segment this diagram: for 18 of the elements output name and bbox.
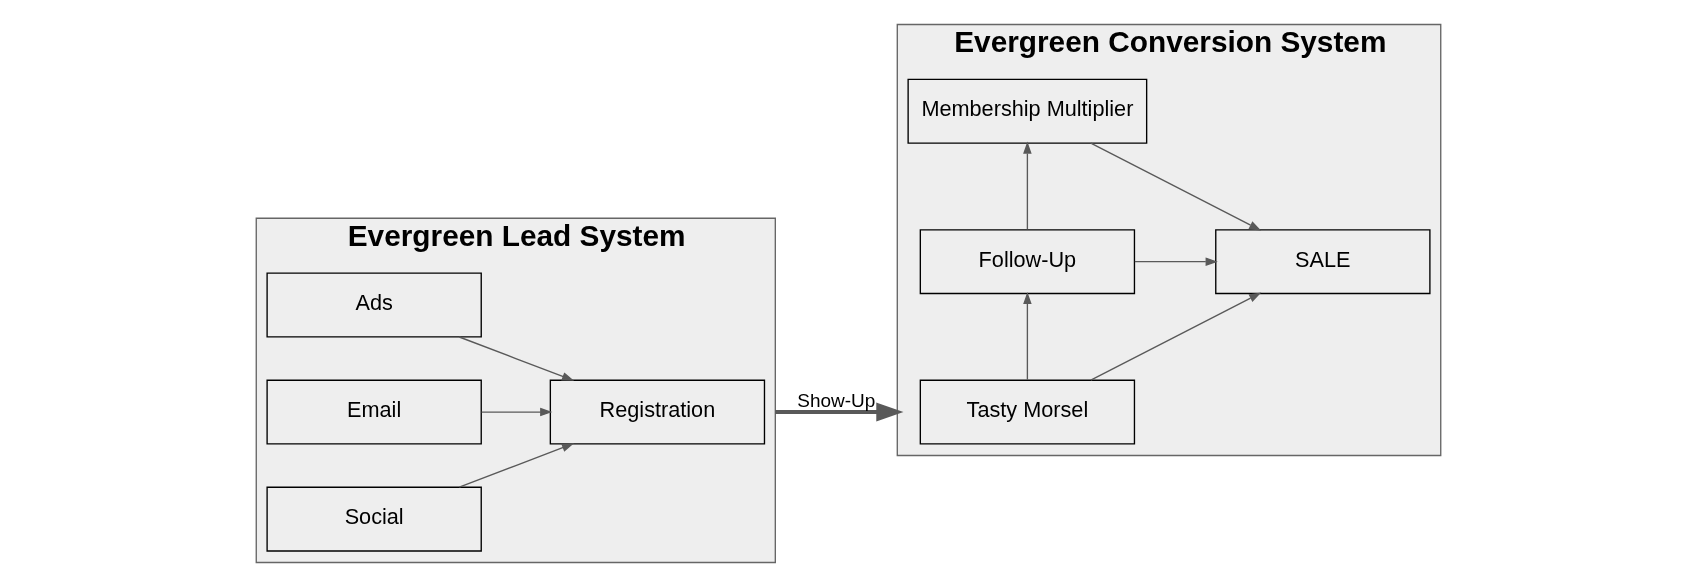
- node-box: Registration: [549, 379, 765, 445]
- arrow: [458, 336, 574, 381]
- arrow: [1089, 142, 1261, 231]
- node-box: Social: [265, 486, 482, 552]
- arrow: [1133, 257, 1218, 266]
- arrow: [480, 407, 552, 417]
- node-box: Email: [265, 379, 482, 445]
- arrow: [774, 402, 903, 422]
- edge-label: Show-Up: [796, 389, 875, 411]
- node-box: Tasty Morsel: [919, 379, 1135, 445]
- arrow: [458, 443, 574, 488]
- arrow: [1022, 291, 1032, 381]
- arrow: [1022, 141, 1032, 230]
- node-box: Membership Multiplier: [906, 78, 1147, 144]
- arrow: [1089, 292, 1261, 381]
- node-box: Follow-Up: [919, 229, 1135, 295]
- node-box: Ads: [265, 272, 482, 338]
- node-box: SALE: [1214, 229, 1431, 295]
